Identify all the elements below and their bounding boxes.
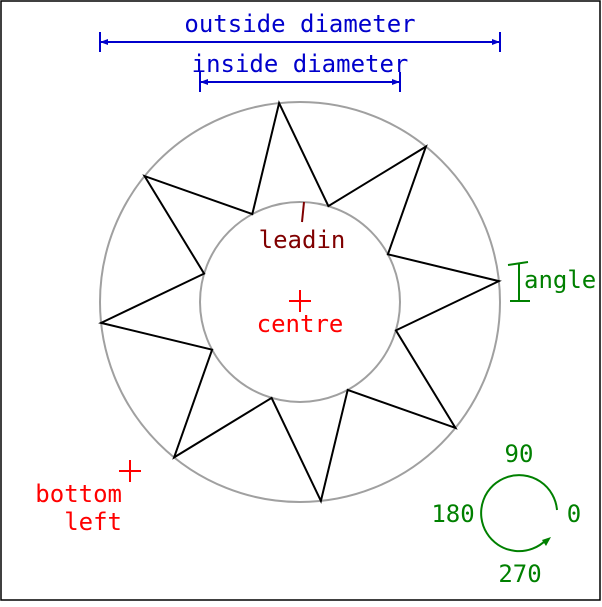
legend-0: 0 [567, 500, 581, 528]
legend-180: 180 [431, 500, 474, 528]
bottom-left-marker [119, 460, 141, 482]
bottom-label: bottom [35, 480, 122, 508]
angle-label: angle [524, 266, 596, 294]
inside-diameter-arrow-right [392, 79, 400, 85]
left-label: left [64, 508, 122, 536]
inside-diameter-arrow-left [200, 79, 208, 85]
outside-diameter-arrow-right [492, 39, 500, 45]
star-shape [98, 100, 502, 504]
inside-diameter-label: inside diameter [192, 50, 409, 78]
outside-diameter-arrow-left [100, 39, 108, 45]
leadin-label: leadin [259, 226, 346, 254]
leadin-line [301, 201, 305, 223]
direction-arrowhead [542, 537, 551, 546]
outer-circle [99, 101, 501, 503]
centre-label: centre [257, 310, 344, 338]
angle-indicator [507, 261, 530, 302]
outside-diameter-label: outside diameter [184, 10, 415, 38]
centre-marker [289, 290, 311, 312]
legend-270: 270 [498, 560, 541, 588]
legend-90: 90 [505, 440, 534, 468]
direction-arc [480, 474, 558, 553]
inner-circle [199, 201, 401, 403]
